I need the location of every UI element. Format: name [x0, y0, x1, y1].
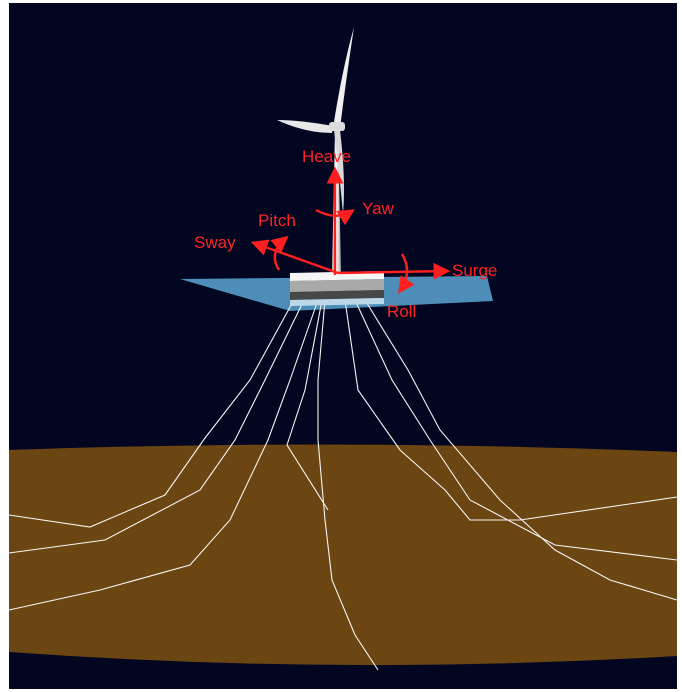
sway-label: Sway	[194, 233, 236, 252]
surge-label: Surge	[452, 261, 497, 280]
turbine-nacelle	[329, 122, 345, 131]
turbine-blade	[333, 27, 354, 128]
roll-label: Roll	[387, 302, 416, 321]
mooring-line	[344, 299, 678, 521]
pitch-arrow	[270, 235, 289, 271]
heave-label: Heave	[302, 147, 351, 166]
mooring-line	[354, 299, 678, 561]
yaw-arrow	[315, 208, 355, 226]
mooring-line	[8, 299, 319, 611]
surge-arrow	[337, 262, 451, 280]
mooring-line	[364, 299, 678, 601]
mooring-line	[8, 297, 306, 554]
turbine-blade	[277, 120, 333, 133]
pitch-label: Pitch	[258, 211, 296, 230]
mooring-line	[317, 299, 379, 671]
yaw-label: Yaw	[362, 199, 395, 218]
roll-arrow	[398, 253, 415, 294]
mooring-line	[8, 297, 296, 528]
mooring-line	[286, 299, 329, 511]
sway-arrow	[250, 239, 339, 275]
floating-platform	[290, 271, 384, 306]
seabed	[9, 444, 677, 666]
mooring-lines	[8, 297, 678, 671]
dof-arrows	[250, 166, 451, 294]
